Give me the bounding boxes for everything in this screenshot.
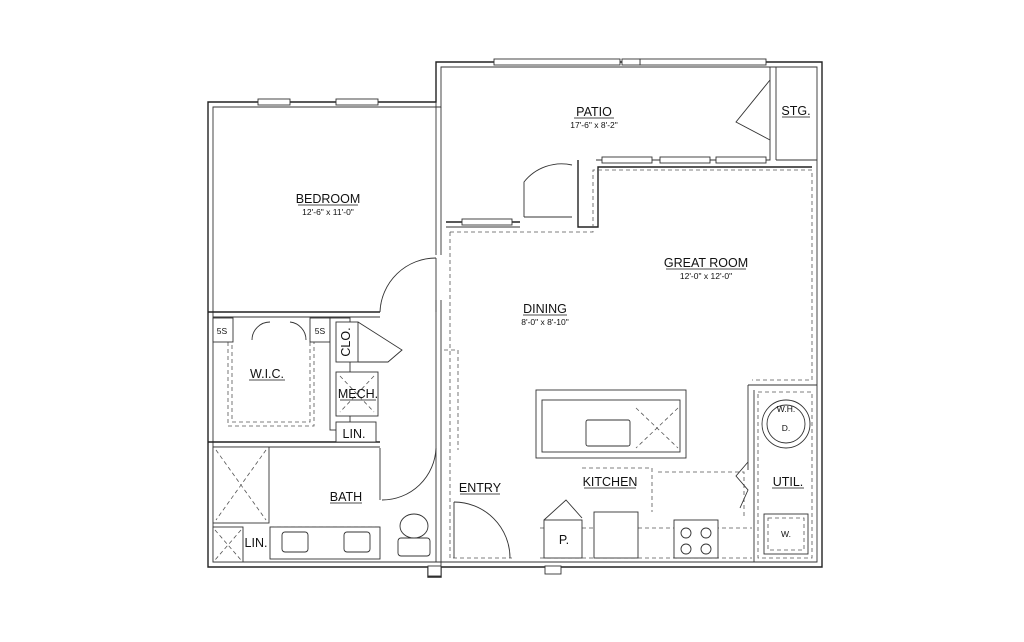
doors (251, 79, 771, 559)
storage-label: STG. (781, 104, 810, 118)
great-room-dims: 12'-0" x 12'-0" (680, 271, 732, 281)
exterior-walls (207, 61, 823, 578)
bath-label: BATH (330, 490, 362, 504)
linen-bath-label: LIN. (245, 536, 268, 550)
closet-label: CLO. (339, 327, 353, 356)
fixtures (212, 317, 811, 577)
patio-dims: 17'-6" x 8'-2" (570, 120, 618, 130)
bedroom-label: BEDROOM (296, 192, 361, 206)
dryer-label: D. (782, 423, 791, 433)
shelf-left-label: 5S (217, 326, 228, 336)
dining-dims: 8'-0" x 8'-10" (521, 317, 569, 327)
room-labels: PATIO 17'-6" x 8'-2" STG. BEDROOM 12'-6"… (245, 104, 811, 550)
bedroom-dims: 12'-6" x 11'-0" (302, 207, 354, 217)
patio-label: PATIO (576, 105, 612, 119)
mech-label: MECH. (338, 387, 378, 401)
pantry-label: P. (559, 533, 569, 547)
great-room-label: GREAT ROOM (664, 256, 748, 270)
utility-label: UTIL. (773, 475, 804, 489)
shelf-right-label: 5S (315, 326, 326, 336)
water-heater-label: W.H. (777, 404, 795, 414)
dining-label: DINING (523, 302, 567, 316)
interior-dashed-lines (227, 169, 813, 559)
wic-label: W.I.C. (250, 367, 284, 381)
linen-hall-label: LIN. (343, 427, 366, 441)
washer-label: W. (781, 529, 791, 539)
windows (257, 58, 767, 226)
fixture-labels: 5S 5S W.H. D. W. (217, 326, 795, 539)
entry-label: ENTRY (459, 481, 502, 495)
kitchen-label: KITCHEN (583, 475, 638, 489)
